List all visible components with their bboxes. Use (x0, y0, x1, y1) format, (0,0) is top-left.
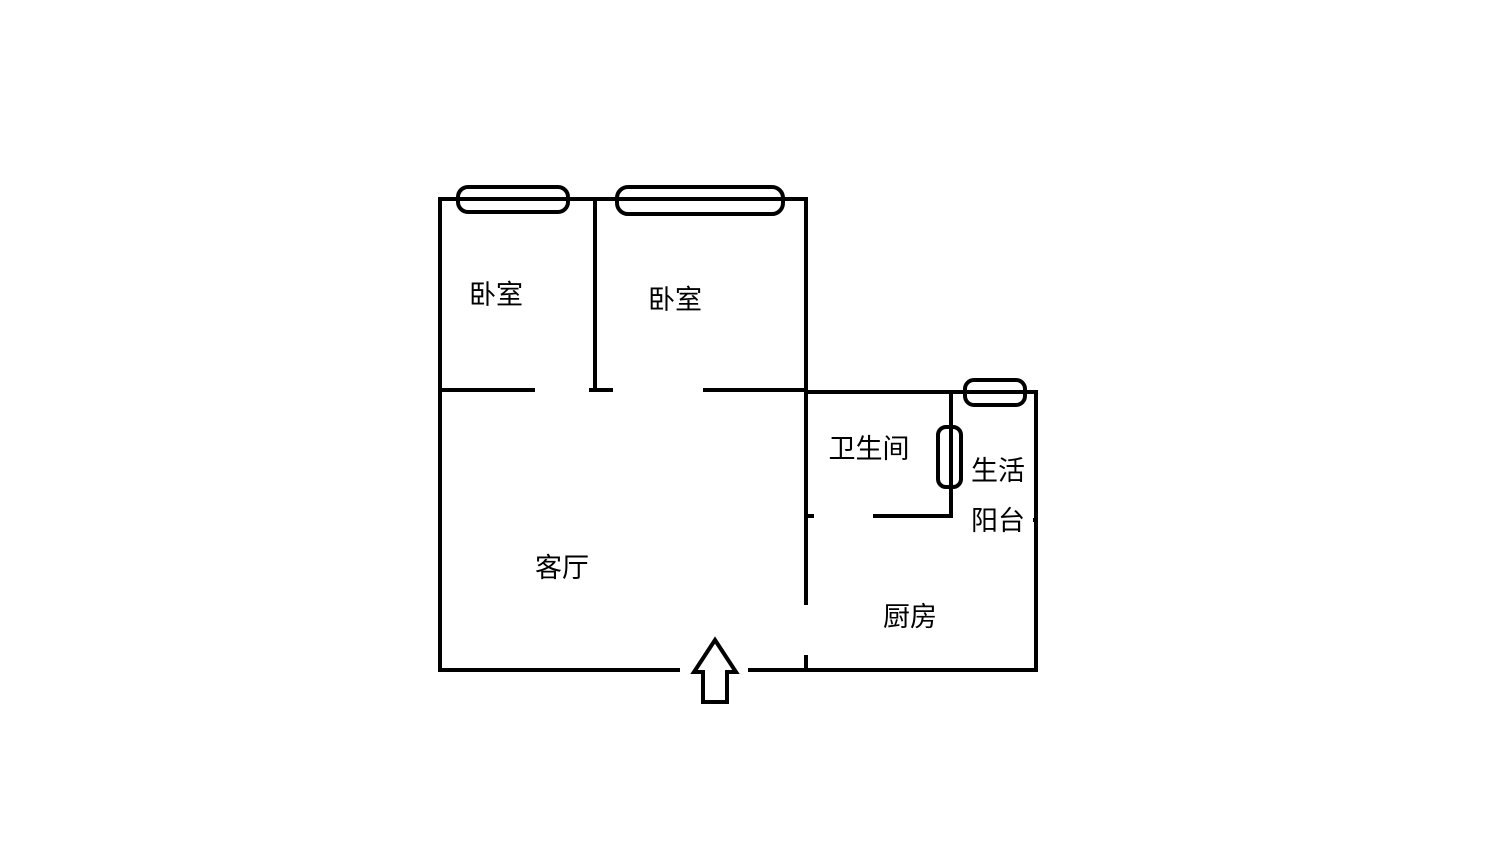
walls (438, 197, 1038, 672)
room-label-balcony-line2: 阳台 (971, 506, 1025, 537)
window-bedroom-2 (615, 185, 785, 216)
room-label-balcony-line1: 生活 (971, 456, 1025, 487)
room-label-bedroom-1: 卧室 (469, 280, 523, 311)
room-label-kitchen: 厨房 (883, 602, 937, 633)
room-label-bedroom-2: 卧室 (648, 285, 702, 316)
room-label-bathroom: 卫生间 (829, 434, 910, 465)
windows (456, 185, 1027, 489)
window-balcony (963, 378, 1027, 407)
window-bedroom-1 (456, 185, 570, 214)
window-bathroom (936, 425, 963, 489)
up-arrow-icon (690, 636, 740, 704)
room-label-living-room: 客厅 (535, 553, 589, 584)
